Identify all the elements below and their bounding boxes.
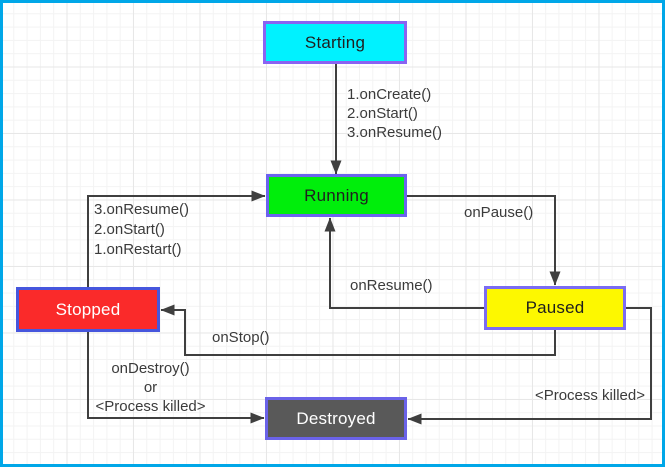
edge-running-to-paused <box>407 195 561 286</box>
edge-label-create-start-resume: 1.onCreate() 2.onStart() 3.onResume() <box>347 85 442 142</box>
state-paused: Paused <box>484 286 626 330</box>
edge-paused-to-destroyed <box>407 307 652 425</box>
edge-label-line: 1.onCreate() <box>347 86 432 103</box>
edge-label-line: 2.onStart() <box>347 105 418 122</box>
edge-paused-to-stopped <box>160 304 556 356</box>
edge-stopped-to-destroyed <box>87 332 265 424</box>
edge-label-line: <Process killed> <box>95 398 206 415</box>
edge-label-line: onResume() <box>350 277 433 294</box>
edge-label-onresume: onResume() <box>350 276 433 295</box>
edge-stopped-to-running <box>87 190 266 287</box>
edge-label-ondestroy-or-killed: onDestroy() or <Process killed> <box>88 359 213 416</box>
state-starting: Starting <box>263 21 407 64</box>
edge-label-line: onPause() <box>464 204 534 221</box>
state-starting-label: Starting <box>304 32 366 52</box>
edge-paused-to-running <box>324 217 485 309</box>
state-stopped: Stopped <box>16 287 160 332</box>
state-running: Running <box>266 174 407 217</box>
edge-label-line: 1.onRestart() <box>94 241 182 258</box>
edge-label-onstop: onStop() <box>212 328 270 347</box>
state-running-label: Running <box>304 185 369 205</box>
edge-label-line: or <box>143 379 158 396</box>
state-destroyed: Destroyed <box>265 397 407 440</box>
edge-label-line: 3.onResume() <box>347 124 443 141</box>
edge-label-line: 2.onStart() <box>94 221 165 238</box>
state-destroyed-label: Destroyed <box>296 408 376 428</box>
edge-label-line: 3.onResume() <box>94 201 190 218</box>
state-stopped-label: Stopped <box>55 299 121 319</box>
edge-label-line: <Process killed> <box>534 387 645 404</box>
edge-label-onpause: onPause() <box>464 203 533 222</box>
edge-label-line: onStop() <box>212 329 270 346</box>
edge-label-process-killed: <Process killed> <box>510 386 645 405</box>
edge-label-line: onDestroy() <box>111 360 190 377</box>
state-paused-label: Paused <box>525 298 585 317</box>
edge-label-restart-sequence: 3.onResume() 2.onStart() 1.onRestart() <box>94 200 189 260</box>
